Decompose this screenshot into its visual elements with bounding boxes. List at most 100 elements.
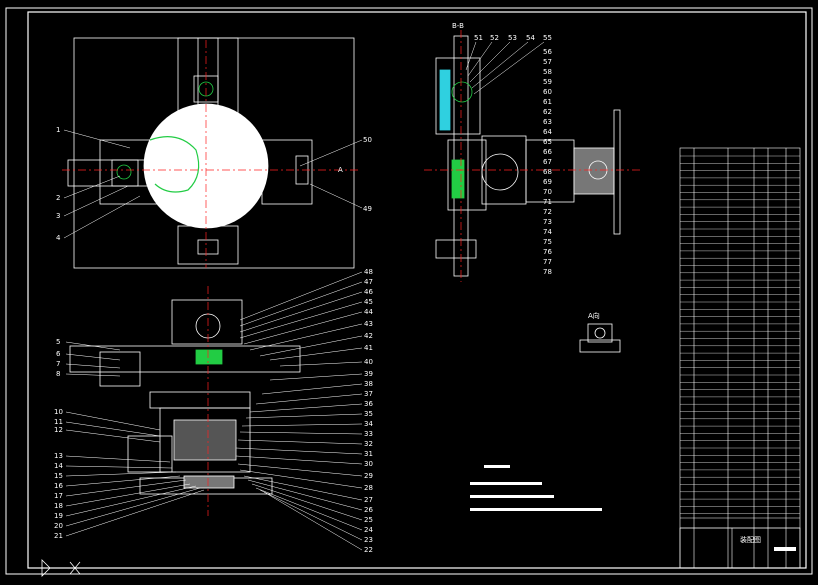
front-balloons-left: 5 6 7 8 10 11 12 13 14 15 16 17 18 19 20… xyxy=(54,338,63,540)
svg-text:42: 42 xyxy=(364,332,373,340)
svg-text:8: 8 xyxy=(56,370,60,378)
top-view-centerlines xyxy=(62,40,360,268)
title-block-name-box xyxy=(774,547,796,551)
svg-text:78: 78 xyxy=(543,268,552,276)
front-section-leaders-right xyxy=(235,271,363,551)
svg-text:63: 63 xyxy=(543,118,552,126)
svg-text:67: 67 xyxy=(543,158,552,166)
svg-text:31: 31 xyxy=(364,450,373,458)
outer-frame xyxy=(5,7,813,575)
svg-text:25: 25 xyxy=(364,516,373,524)
svg-text:58: 58 xyxy=(543,68,552,76)
svg-text:19: 19 xyxy=(54,512,63,520)
svg-text:48: 48 xyxy=(364,268,373,276)
svg-text:44: 44 xyxy=(364,308,373,316)
svg-text:40: 40 xyxy=(364,358,373,366)
svg-text:38: 38 xyxy=(364,380,373,388)
parts-list xyxy=(679,147,801,569)
svg-text:13: 13 xyxy=(54,452,63,460)
svg-text:24: 24 xyxy=(364,526,373,534)
svg-text:56: 56 xyxy=(543,48,552,56)
svg-text:51: 51 xyxy=(474,34,483,42)
svg-text:43: 43 xyxy=(364,320,373,328)
svg-text:62: 62 xyxy=(543,108,552,116)
svg-text:66: 66 xyxy=(543,148,552,156)
view-a-label: A向 xyxy=(588,311,600,320)
svg-text:46: 46 xyxy=(364,288,373,296)
tech-notes xyxy=(470,465,602,511)
corner-marker xyxy=(28,559,81,577)
svg-text:57: 57 xyxy=(543,58,552,66)
svg-text:69: 69 xyxy=(543,178,552,186)
svg-text:71: 71 xyxy=(543,198,552,206)
title-block-label: 装配图 xyxy=(740,535,761,544)
svg-text:54: 54 xyxy=(526,34,535,42)
svg-text:37: 37 xyxy=(364,390,373,398)
svg-text:47: 47 xyxy=(364,278,373,286)
svg-text:15: 15 xyxy=(54,472,63,480)
svg-text:32: 32 xyxy=(364,440,373,448)
svg-text:74: 74 xyxy=(543,228,552,236)
balloon-3: 3 xyxy=(56,212,60,220)
svg-text:17: 17 xyxy=(54,492,63,500)
balloon-2: 2 xyxy=(56,194,60,202)
svg-text:65: 65 xyxy=(543,138,552,146)
svg-text:64: 64 xyxy=(543,128,552,136)
parts-list-rows xyxy=(680,155,800,514)
svg-text:26: 26 xyxy=(364,506,373,514)
svg-text:68: 68 xyxy=(543,168,552,176)
svg-text:55: 55 xyxy=(543,34,552,42)
top-view xyxy=(67,37,355,269)
svg-text:53: 53 xyxy=(508,34,517,42)
balloon-50: 50 xyxy=(363,136,372,144)
svg-text:39: 39 xyxy=(364,370,373,378)
section-leaders xyxy=(465,41,545,95)
svg-text:10: 10 xyxy=(54,408,63,416)
svg-text:45: 45 xyxy=(364,298,373,306)
svg-text:7: 7 xyxy=(56,360,60,368)
section-right-numbers: 56 57 58 59 60 61 62 63 64 65 66 67 68 6… xyxy=(543,48,552,276)
svg-text:21: 21 xyxy=(54,532,63,540)
svg-text:72: 72 xyxy=(543,208,552,216)
arrow-label-a: A xyxy=(338,166,343,174)
svg-text:27: 27 xyxy=(364,496,373,504)
svg-text:34: 34 xyxy=(364,420,373,428)
svg-text:52: 52 xyxy=(490,34,499,42)
svg-text:36: 36 xyxy=(364,400,373,408)
svg-text:76: 76 xyxy=(543,248,552,256)
top-view-leaders xyxy=(63,129,363,239)
svg-text:14: 14 xyxy=(54,462,63,470)
svg-text:35: 35 xyxy=(364,410,373,418)
balloon-4: 4 xyxy=(56,234,61,242)
svg-text:60: 60 xyxy=(543,88,552,96)
svg-text:23: 23 xyxy=(364,536,373,544)
svg-text:28: 28 xyxy=(364,484,373,492)
svg-text:41: 41 xyxy=(364,344,373,352)
svg-text:22: 22 xyxy=(364,546,373,554)
svg-text:70: 70 xyxy=(543,188,552,196)
front-balloons-right: 48 47 46 45 44 43 42 41 40 39 38 37 36 3… xyxy=(364,268,373,554)
front-section xyxy=(69,299,301,495)
inner-frame xyxy=(27,11,807,569)
svg-text:77: 77 xyxy=(543,258,552,266)
svg-text:29: 29 xyxy=(364,472,373,480)
section-view xyxy=(435,35,621,277)
svg-text:33: 33 xyxy=(364,430,373,438)
svg-text:5: 5 xyxy=(56,338,60,346)
svg-text:18: 18 xyxy=(54,502,63,510)
svg-text:30: 30 xyxy=(364,460,373,468)
svg-text:16: 16 xyxy=(54,482,63,490)
svg-text:6: 6 xyxy=(56,350,61,358)
view-a xyxy=(579,323,621,353)
svg-text:59: 59 xyxy=(543,78,552,86)
section-centerlines xyxy=(424,30,640,282)
balloon-1: 1 xyxy=(56,126,60,134)
svg-text:11: 11 xyxy=(54,418,63,426)
svg-text:75: 75 xyxy=(543,238,552,246)
svg-text:61: 61 xyxy=(543,98,552,106)
front-section-leaders-left xyxy=(65,341,205,537)
svg-text:12: 12 xyxy=(54,426,63,434)
balloon-49: 49 xyxy=(363,205,372,213)
svg-text:73: 73 xyxy=(543,218,552,226)
